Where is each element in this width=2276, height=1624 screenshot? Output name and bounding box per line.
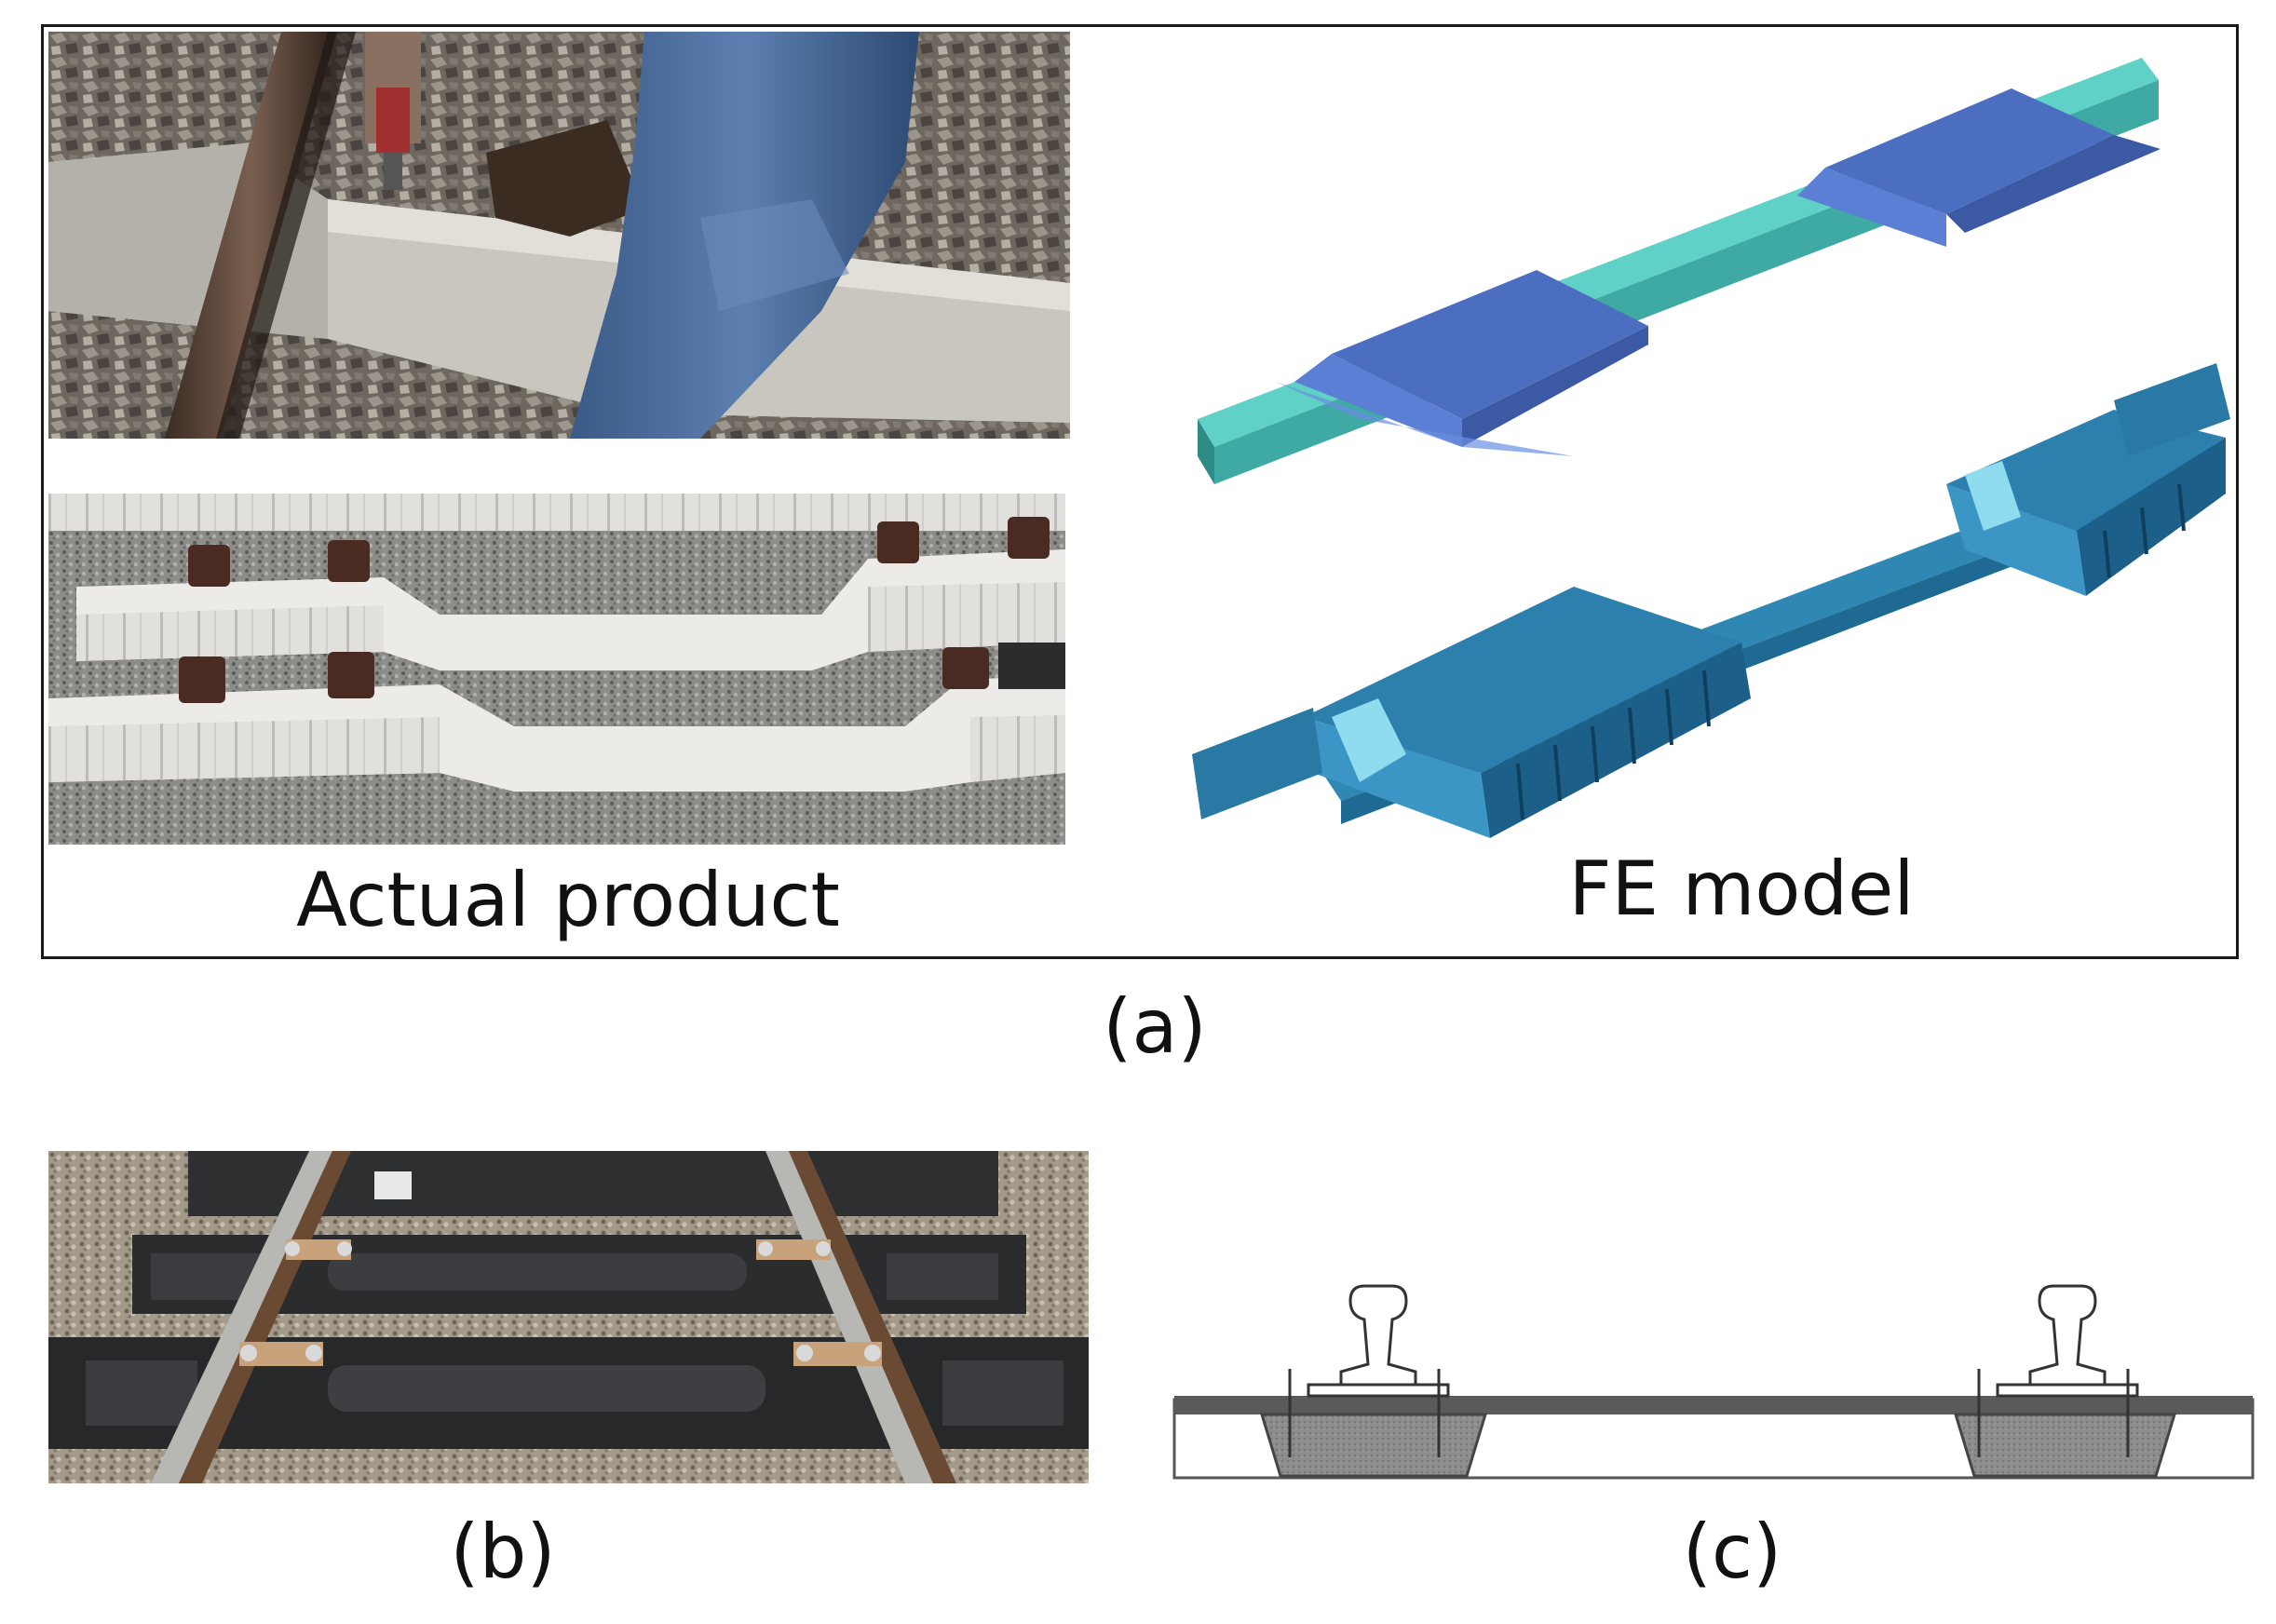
- panel-a-frame: [41, 24, 2239, 959]
- fe-model-detailed: [1192, 363, 2230, 838]
- photo-sleepers-on-ballast: [48, 494, 1065, 845]
- cross-section-drawing: [1169, 1280, 2258, 1485]
- caption-fe-model: FE model: [1568, 846, 1915, 932]
- caption-actual-product: Actual product: [296, 857, 840, 943]
- label-panel-a: (a): [1103, 983, 1207, 1070]
- fe-model-render: [1183, 47, 2235, 847]
- label-panel-c: (c): [1682, 1509, 1782, 1595]
- fe-model-simple: [1198, 58, 2161, 484]
- photo-installed-sleeper: [48, 32, 1070, 439]
- label-panel-b: (b): [450, 1509, 556, 1595]
- photo-composite-sleepers-track: [48, 1151, 1089, 1483]
